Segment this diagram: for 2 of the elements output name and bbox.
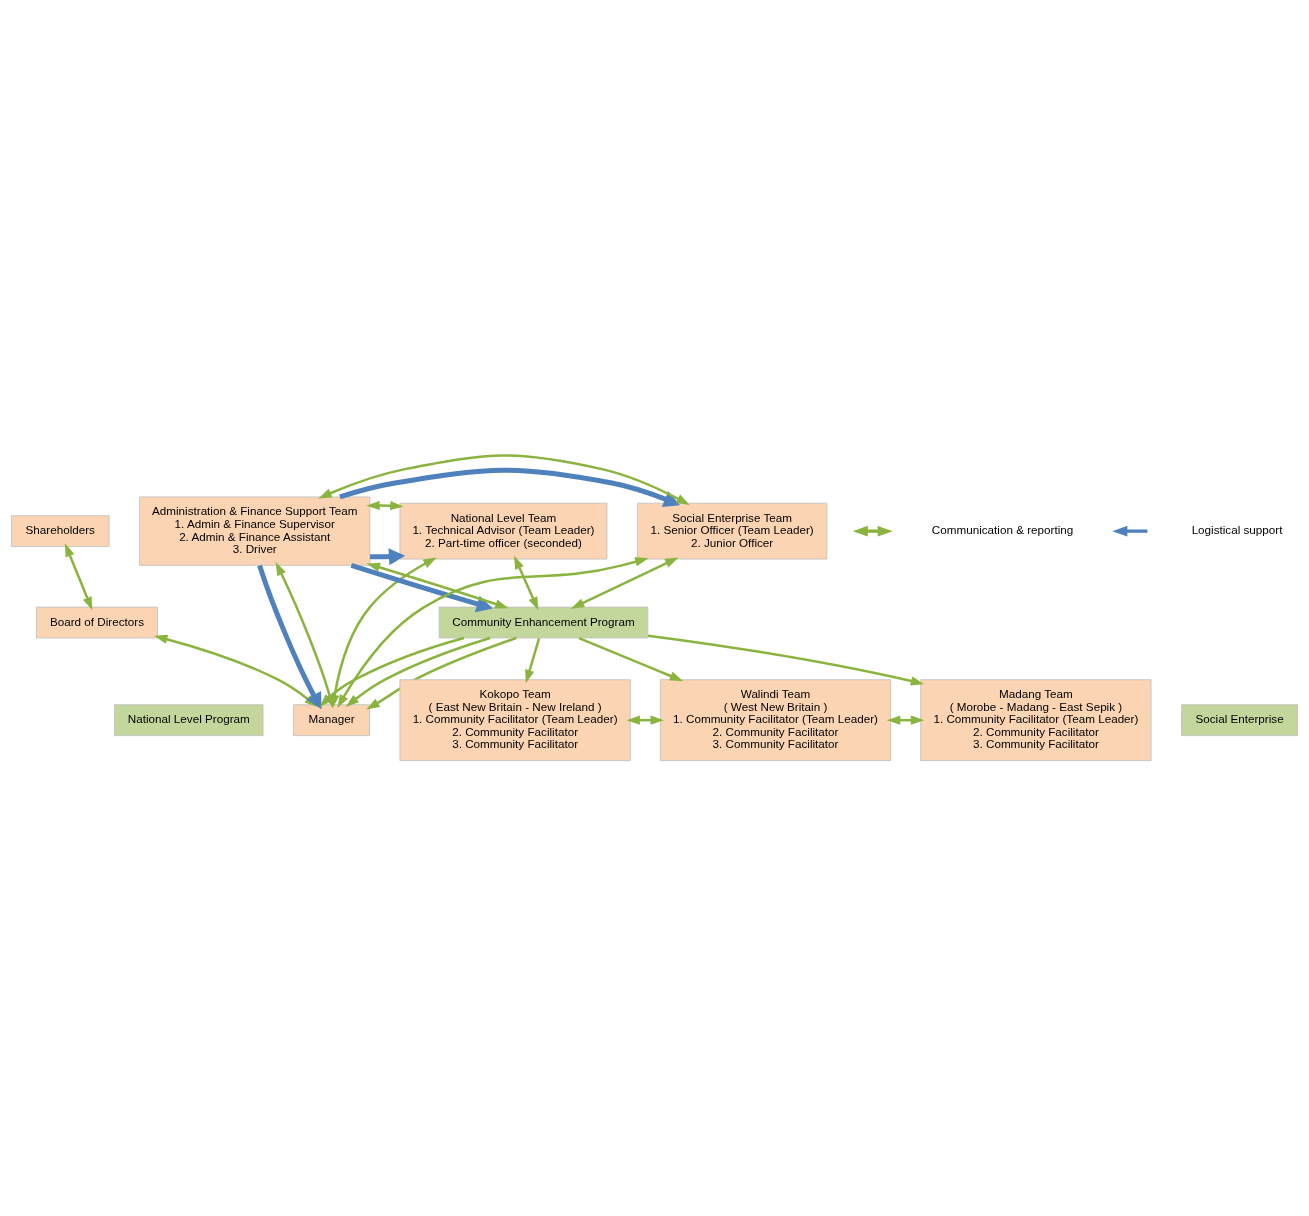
legend-label: Logistical support [1191, 523, 1283, 537]
legend-label: Communication & reporting [931, 523, 1074, 537]
